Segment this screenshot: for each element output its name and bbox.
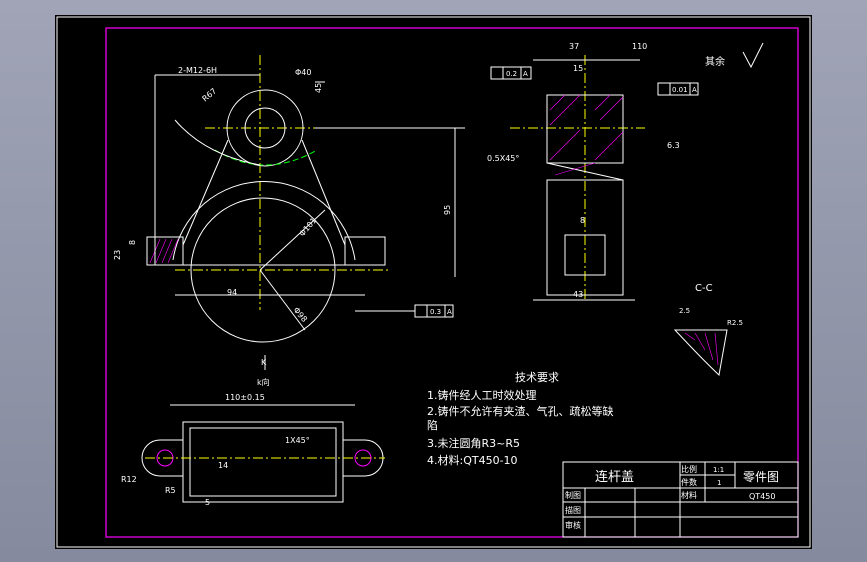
dim-101-leader (259, 209, 326, 271)
row-draw: 描图 (565, 505, 581, 515)
left-flange-hatch (149, 238, 179, 264)
notes-line1: 1.铸件经人工时效处理 (427, 388, 537, 402)
dim-94: 94 (227, 288, 237, 297)
notes-line2: 2.铸件不允许有夹渣、气孔、疏松等缺 (427, 404, 614, 418)
ring-outer (172, 181, 356, 261)
bottom-view (141, 404, 385, 503)
dim-thread: 2-M12-6H (178, 66, 217, 75)
side-slot (564, 234, 606, 276)
parallel-datum: A (692, 86, 697, 94)
dim-ra-side: 6.3 (667, 141, 680, 150)
tech-requirements: 技术要求 1.铸件经人工时效处理 2.铸件不允许有夹渣、气孔、疏松等缺 陷 3.… (427, 371, 614, 467)
dim-dia40: Φ40 (295, 68, 311, 77)
left-lug (141, 439, 183, 477)
row-check: 审核 (565, 520, 581, 530)
side-body (546, 179, 624, 296)
dim-37: 37 (569, 42, 579, 51)
r67-arc (174, 119, 261, 166)
section-cc: 2.5 R2.5 (673, 307, 743, 376)
drawing-type: 零件图 (743, 470, 779, 484)
material-label: 材料 (681, 490, 697, 500)
flatness-callout: 0.3 A (414, 304, 454, 318)
dim-r5: R5 (165, 486, 176, 495)
side-view (510, 55, 645, 301)
boss-bore (244, 107, 286, 149)
drawing-sheet: 2-M12-6H R67 Φ40 45 95 8 23 Φ101 Φ98 94 … (55, 15, 812, 549)
sym-value: 0.2 (506, 70, 517, 78)
bottom-inner (189, 427, 337, 497)
dim-dia101: Φ101 (298, 216, 319, 238)
flatness-value: 0.3 (430, 308, 441, 316)
engineering-drawing: 2-M12-6H R67 Φ40 45 95 8 23 Φ101 Φ98 94 … (56, 16, 811, 548)
dim-8-side: 8 (580, 216, 585, 225)
notes-line4: 4.材料:QT450-10 (427, 453, 518, 467)
dim-110-tol: 110±0.15 (225, 393, 265, 402)
qty-label: 件数 (681, 477, 697, 487)
side-boss-hatch (549, 94, 624, 176)
surface-note: 其余 (705, 55, 725, 68)
bottom-view-dims: 110±0.15 1X45° R12 R5 14 5 (121, 393, 310, 507)
left-arm (182, 139, 229, 246)
part-name: 连杆盖 (595, 469, 634, 485)
parallel-callout: 0.01 A (657, 82, 699, 96)
notes-title: 技术要求 (515, 371, 559, 384)
inner-frame (105, 27, 799, 538)
side-neck (546, 162, 624, 181)
dim-45: 45 (314, 83, 323, 93)
material-code: QT450 (749, 492, 775, 501)
right-flange (344, 236, 386, 266)
dim-15: 15 (573, 64, 583, 73)
dim-r12: R12 (121, 475, 137, 484)
front-view (146, 55, 465, 370)
view-label: k向 (257, 377, 270, 387)
ring-bore (190, 197, 336, 343)
dim-1x45: 1X45° (285, 436, 310, 445)
surface-finish-icon (742, 42, 764, 69)
bottom-body (182, 421, 344, 503)
side-boss (546, 94, 624, 164)
symmetry-callout: 0.2 A (490, 66, 532, 80)
dim-r67: R67 (201, 87, 219, 104)
notes-line3: 3.未注圆角R3~R5 (427, 436, 520, 450)
view-arrow-label: K (261, 358, 267, 367)
dim-chamfer: 0.5X45° (487, 154, 519, 163)
scale-label: 比例 (681, 464, 697, 474)
notes-line2b: 陷 (427, 418, 438, 432)
dim-2-5: 2.5 (679, 307, 690, 315)
dim-98-leader (259, 269, 306, 331)
title-block (562, 461, 799, 538)
dim-r2-5: R2.5 (727, 319, 743, 327)
dim-95: 95 (443, 205, 452, 215)
dim-110: 110 (632, 42, 647, 51)
right-arm (301, 139, 346, 246)
row-design: 制图 (565, 490, 581, 500)
side-view-dims: 37 110 15 8 43 0.5X45° 6.3 (487, 42, 680, 299)
title-block-text: 连杆盖 比例 1:1 件数 1 材料 零件图 QT450 制图 描图 审核 (565, 464, 779, 530)
scale-value: 1:1 (713, 466, 724, 474)
dim-14: 14 (218, 461, 228, 470)
dim-5: 5 (205, 498, 210, 507)
qty-value: 1 (717, 479, 721, 487)
outer-border (56, 16, 811, 548)
dim-23: 23 (113, 250, 122, 260)
section-label: C-C (695, 283, 713, 294)
dim-43: 43 (573, 290, 583, 299)
sym-datum: A (523, 70, 528, 78)
boss-outer-arc (226, 89, 304, 167)
parallel-value: 0.01 (672, 86, 688, 94)
dim-8: 8 (128, 240, 137, 245)
flatness-datum: A (447, 308, 452, 316)
